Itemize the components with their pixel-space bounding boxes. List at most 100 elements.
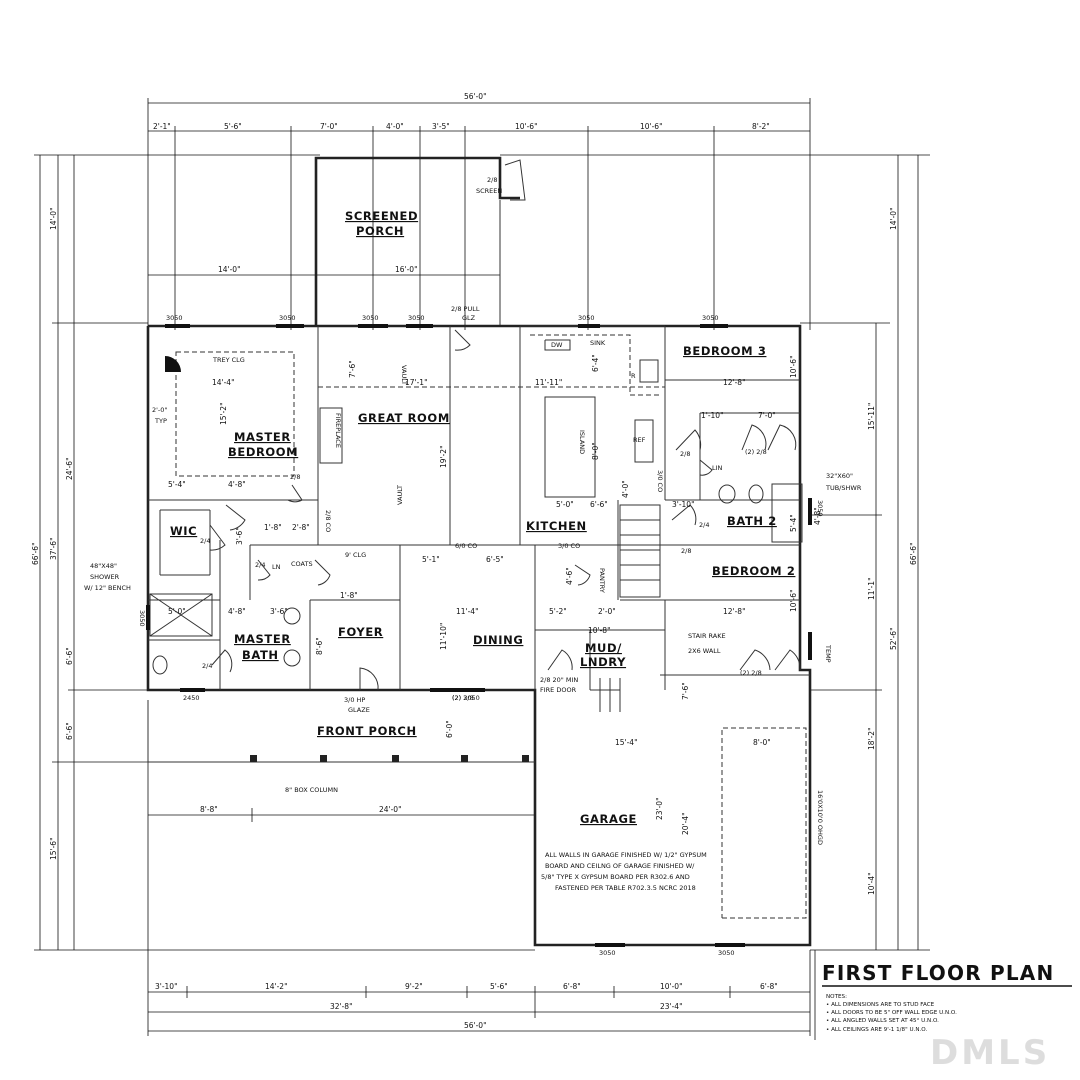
dim-b3-10-6: 10'-6" (789, 355, 798, 378)
room-master-bedroom-1: MASTER (234, 430, 291, 444)
label-ref: REF (633, 436, 646, 444)
dim-d-5-1: 5'-1" (422, 555, 440, 564)
label-lin: LIN (712, 464, 723, 472)
dim-k-11-11: 11'-11" (535, 378, 562, 387)
dim-b3-12-8: 12'-8" (723, 378, 746, 387)
dim-mb-5-0: 5'-0" (168, 607, 186, 616)
label-box-column: 8" BOX COLUMN (285, 786, 338, 794)
label-door-2-8c: 2/8 (290, 473, 300, 481)
room-mud-1: MUD/ (585, 641, 622, 655)
dim-bot-32: 32'-8" (330, 1002, 353, 1011)
dim-bot-2: 14'-2" (265, 982, 288, 991)
dim-porch-14: 14'-0" (218, 265, 241, 274)
label-co-3-0b: 3/0 CO (656, 470, 664, 492)
dim-mb-3-6b: 3'-6" (235, 527, 244, 545)
window-label-8: 2450 (183, 694, 200, 702)
window-label-5: 3050 (578, 314, 595, 322)
room-mud-2: LNDRY (580, 655, 626, 669)
label-2x6-wall: 2X6 WALL (688, 647, 721, 655)
room-bedroom-2: BEDROOM 2 (712, 564, 795, 578)
label-trey-typ-b: TYP (154, 417, 167, 425)
dim-left-6b: 6'-6" (65, 722, 74, 740)
dim-right-11: 11'-1" (867, 577, 876, 600)
dim-b2-12-8: 12'-8" (723, 607, 746, 616)
window-markers (146, 324, 812, 947)
label-co-3-0: 3/0 CO (558, 542, 580, 550)
dim-bot-4: 5'-6" (490, 982, 508, 991)
dim-mb-4-8b: 4'-8" (228, 607, 246, 616)
label-door-2-4c: 2/4 (255, 561, 265, 569)
dim-left-15: 15'-6" (49, 837, 58, 860)
dim-bot-1: 3'-10" (155, 982, 178, 991)
dim-bath-3-10: 3'-10" (672, 500, 695, 509)
dim-left-24: 24'-6" (65, 457, 74, 480)
label-door-2-4a: 2/4 (699, 521, 709, 529)
label-shower-a: 48"X48" (90, 562, 117, 570)
label-temp: TEMP (824, 644, 832, 663)
room-labels: SCREENED PORCH BEDROOM 3 MASTER BEDROOM … (170, 209, 795, 826)
dim-fp-24-0: 24'-0" (379, 805, 402, 814)
label-range: R (631, 372, 636, 380)
room-screened-porch-2: PORCH (356, 224, 404, 238)
drawing-title: FIRST FLOOR PLAN (822, 961, 1054, 985)
note-item-2: • ALL DOORS TO BE 5" OFF WALL EDGE U.N.O… (826, 1010, 957, 1016)
garage-note-3: 5/8" TYPE X GYPSUM BOARD PER R302.6 AND (541, 873, 690, 881)
label-ln: LN (272, 563, 281, 571)
label-tub-shwr-b: TUB/SHWR (825, 484, 862, 492)
label-glaze-a: 3/0 HP (344, 696, 365, 704)
dim-b3-1-10: 1'-10" (701, 411, 724, 420)
room-screened-porch-1: SCREENED (345, 209, 418, 223)
label-trey-clg: TREY CLG (212, 356, 245, 364)
label-glaze-b: GLAZE (348, 706, 370, 714)
dim-mud-4-6: 4'-6" (565, 567, 574, 585)
room-bedroom-3: BEDROOM 3 (683, 344, 766, 358)
label-stair-rake: STAIR RAKE (688, 632, 726, 640)
label-door-2-8a: 2/8 (680, 450, 690, 458)
dim-k-8-0: 8'-0" (591, 442, 600, 460)
window-label-4: 3050 (408, 314, 425, 322)
label-co-6-0: 6/0 CO (455, 542, 477, 550)
dim-top-7: 10'-6" (640, 122, 663, 131)
dimension-lines (34, 98, 930, 1036)
dim-top-1: 2'-1" (153, 122, 171, 131)
dim-gr-7-6: 7'-6" (348, 360, 357, 378)
dim-f-8-6: 8'-6" (315, 637, 324, 655)
watermark-logo: DMLS (930, 1033, 1050, 1073)
dim-right-10: 10'-4" (867, 872, 876, 895)
label-door-2-8b: 2/8 (681, 547, 691, 555)
dim-right-18: 18'-2" (867, 727, 876, 750)
dim-b2-10-6: 10'-6" (789, 589, 798, 612)
label-fire-door-b: FIRE DOOR (540, 686, 577, 694)
room-master-bath-2: BATH (242, 648, 279, 662)
label-dw: DW (551, 341, 563, 349)
dim-top-2: 5'-6" (224, 122, 242, 131)
dim-k-5-0: 5'-0" (556, 500, 574, 509)
label-coats: COATS (291, 560, 313, 568)
dim-f-1-8: 1'-8" (340, 591, 358, 600)
dim-top-8: 8'-2" (752, 122, 770, 131)
room-master-bedroom-2: BEDROOM (228, 445, 298, 459)
room-bath-2: BATH 2 (727, 514, 777, 528)
dim-mud-5-2: 5'-2" (549, 607, 567, 616)
label-vault-mid: VAULT (396, 485, 404, 505)
label-fire-door-a: 2/8 20" MIN (540, 676, 578, 684)
walls (146, 156, 812, 947)
dim-mb-5-4: 5'-4" (168, 480, 186, 489)
label-clg-9: 9' CLG (345, 551, 366, 559)
window-labels: 3050 3050 3050 3050 3050 3050 3050 2450 … (138, 314, 824, 957)
dim-right-66: 66'-6" (909, 542, 918, 565)
dim-g-20-4: 20'-4" (681, 812, 690, 835)
dim-bot-23: 23'-4" (660, 1002, 683, 1011)
notes-heading: NOTES: (826, 994, 847, 1000)
dim-gr-19-2: 19'-2" (439, 445, 448, 468)
dim-d-11-4: 11'-4" (456, 607, 479, 616)
dim-bot-5: 6'-8" (563, 982, 581, 991)
dim-bath-5-4: 5'-4" (789, 514, 798, 532)
label-sink: SINK (590, 339, 606, 347)
annotations: 2/8 SCREEN 2/8 PULL GLZ TREY CLG 2'-0" T… (84, 176, 862, 892)
room-wic: WIC (170, 524, 197, 538)
note-item-3: • ALL ANGLED WALLS SET AT 45° U.N.O. (826, 1018, 939, 1024)
dim-bath-4-8: 4'-8" (813, 507, 822, 525)
dim-b3-7-0: 7'-0" (758, 411, 776, 420)
label-shower-b: SHOWER (90, 573, 120, 581)
